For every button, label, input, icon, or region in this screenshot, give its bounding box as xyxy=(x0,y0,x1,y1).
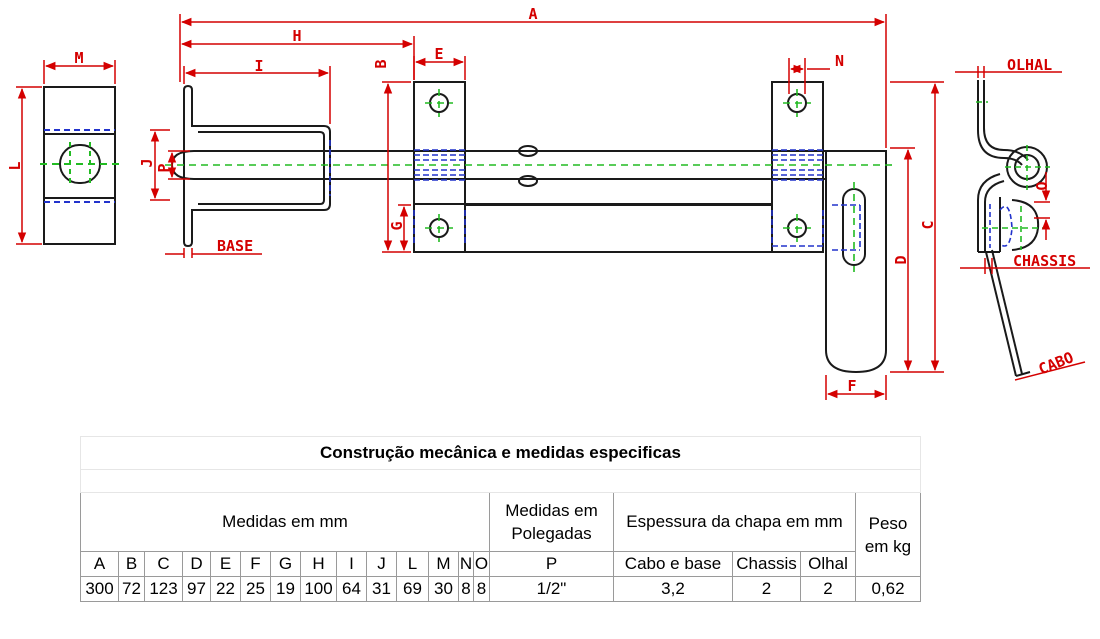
value-cell: 31 xyxy=(366,576,397,602)
value-cell-peso: 0,62 xyxy=(855,576,921,602)
side-view-centers xyxy=(976,101,1050,250)
col-header-chassis: Chassis xyxy=(732,551,801,577)
value-cell: 19 xyxy=(270,576,301,602)
screw-holes xyxy=(429,93,807,238)
value-cell: 8 xyxy=(473,576,490,602)
value-cell: 64 xyxy=(336,576,367,602)
value-cell-olhal: 2 xyxy=(800,576,856,602)
col-header-p: P xyxy=(489,551,614,577)
col-header: A xyxy=(80,551,119,577)
technical-drawing: M L xyxy=(6,5,1090,400)
table-row-values: 300 72 123 97 22 25 19 100 64 31 69 30 8… xyxy=(80,576,921,602)
specs-table: Construção mecânica e medidas especifica… xyxy=(80,436,921,602)
value-cell: 300 xyxy=(80,576,119,602)
dim-j-label: J xyxy=(138,158,156,167)
col-header: H xyxy=(300,551,337,577)
col-header: J xyxy=(366,551,397,577)
end-view xyxy=(40,86,120,245)
value-cell-chassis: 2 xyxy=(732,576,801,602)
header-peso: Peso em kg xyxy=(855,492,921,577)
col-header: L xyxy=(396,551,429,577)
side-view-dims xyxy=(955,66,1090,381)
col-header: O xyxy=(473,551,490,577)
dim-o-label: O xyxy=(1033,181,1051,190)
dim-i-label: I xyxy=(254,57,263,75)
dim-c-label: C xyxy=(919,220,937,229)
front-view-hidden xyxy=(329,140,861,251)
value-cell: 8 xyxy=(458,576,474,602)
col-header-cabo: Cabo e base xyxy=(613,551,733,577)
col-header: N xyxy=(458,551,474,577)
label-base: BASE xyxy=(217,237,253,255)
label-cabo: CABO xyxy=(1036,348,1076,378)
dim-n-label: N xyxy=(835,52,844,70)
col-header: I xyxy=(336,551,367,577)
dimension-lines xyxy=(150,14,944,400)
col-header: G xyxy=(270,551,301,577)
col-header: D xyxy=(182,551,211,577)
col-header: B xyxy=(118,551,145,577)
value-cell-cabo: 3,2 xyxy=(613,576,733,602)
dim-g-label: G xyxy=(388,221,406,230)
table-spacer xyxy=(80,469,921,493)
header-medidas-mm: Medidas em mm xyxy=(80,492,490,552)
value-cell: 30 xyxy=(428,576,459,602)
dim-e-label: E xyxy=(434,45,443,63)
dim-m-label: M xyxy=(74,49,83,67)
dim-m xyxy=(43,60,116,84)
value-cell: 25 xyxy=(240,576,271,602)
col-header: F xyxy=(240,551,271,577)
dim-l xyxy=(16,86,42,245)
dim-d-label: D xyxy=(892,255,910,264)
center-lines xyxy=(165,89,893,272)
col-header-olhal: Olhal xyxy=(800,551,856,577)
side-view-hidden xyxy=(989,204,1013,248)
dim-b-label: B xyxy=(372,59,390,68)
dim-h-label: H xyxy=(292,27,301,45)
value-cell: 69 xyxy=(396,576,429,602)
header-medidas-polegadas: Medidas em Polegadas xyxy=(489,492,614,552)
label-olhal: OLHAL xyxy=(1007,56,1052,74)
value-cell-p: 1/2" xyxy=(489,576,614,602)
value-cell: 72 xyxy=(118,576,145,602)
dim-f-label: F xyxy=(847,377,856,395)
table-title: Construção mecânica e medidas especifica… xyxy=(80,436,921,470)
label-chassis: CHASSIS xyxy=(1013,252,1076,270)
col-header: E xyxy=(210,551,241,577)
dim-l-label: L xyxy=(6,161,24,170)
value-cell: 22 xyxy=(210,576,241,602)
header-espessura: Espessura da chapa em mm xyxy=(613,492,856,552)
front-view xyxy=(170,81,887,374)
dim-p-label: P xyxy=(155,163,173,172)
col-header: C xyxy=(144,551,183,577)
col-header: M xyxy=(428,551,459,577)
value-cell: 100 xyxy=(300,576,337,602)
value-cell: 97 xyxy=(182,576,211,602)
dim-a-label: A xyxy=(528,5,537,23)
value-cell: 123 xyxy=(144,576,183,602)
table-row-columns: A B C D E F G H I J L M N O P Cabo e bas… xyxy=(80,551,921,577)
